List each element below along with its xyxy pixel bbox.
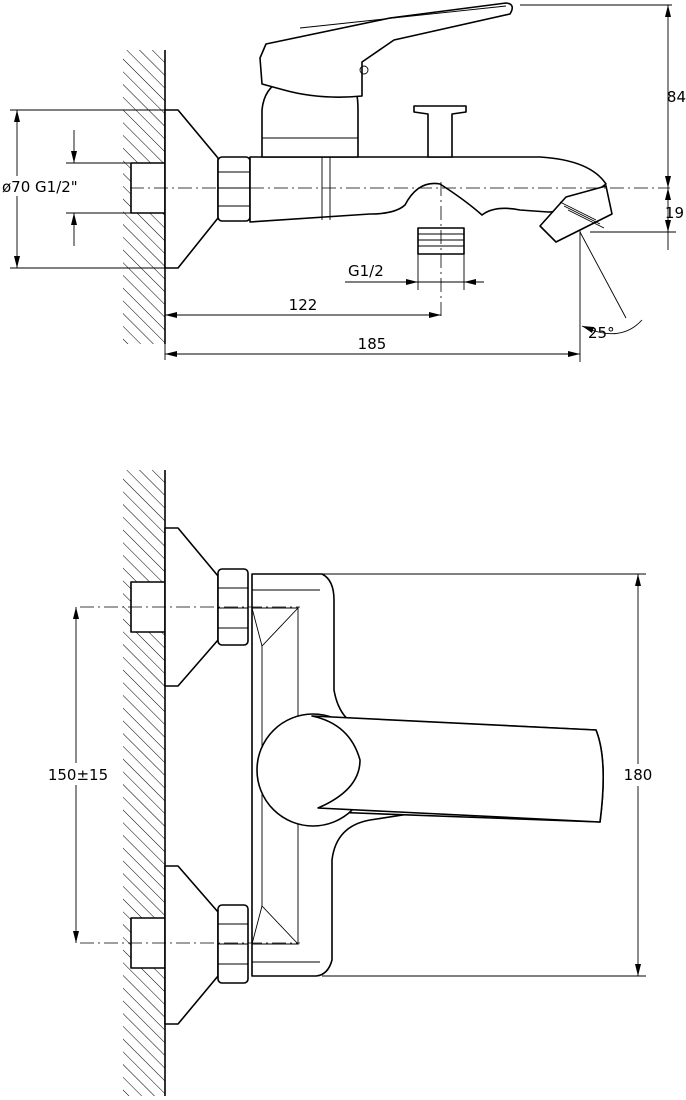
- dim-19: 19: [590, 188, 684, 250]
- dim-122-label: 122: [289, 296, 318, 314]
- dim-185: 185: [165, 230, 581, 362]
- wall-hatch-top: [123, 470, 165, 1096]
- dim-angle-25: 25°: [579, 231, 643, 342]
- dim-180: 180: [322, 573, 660, 977]
- side-view: 84 19 ø70 G1/2": [0, 2, 686, 362]
- escutcheon-flange-side: [164, 109, 219, 269]
- dim-diameter-thread: ø70 G1/2": [0, 109, 175, 269]
- hex-nut-side: [217, 156, 251, 222]
- lever-handle-side: [259, 2, 514, 98]
- dim-150: 150±15: [30, 607, 122, 943]
- dim-shower-thread: G1/2: [345, 254, 484, 290]
- dim-angle-25-label: 25°: [588, 324, 615, 342]
- mixer-body-side: [249, 156, 607, 223]
- dim-19-label: 19: [665, 204, 684, 222]
- dim-shower-thread-label: G1/2: [348, 262, 384, 280]
- dim-122: 122: [164, 268, 441, 360]
- dim-185-label: 185: [358, 335, 387, 353]
- escutcheon-top-lower: [164, 865, 219, 1025]
- dim-84: 84: [520, 4, 686, 188]
- dim-180-label: 180: [624, 766, 653, 784]
- top-view: 150±15 180: [30, 470, 660, 1096]
- dim-diameter-thread-label: ø70 G1/2": [2, 178, 78, 196]
- dim-84-label: 84: [667, 88, 686, 106]
- diverter-knob-side: [413, 105, 467, 158]
- dim-150-label: 150±15: [48, 766, 108, 784]
